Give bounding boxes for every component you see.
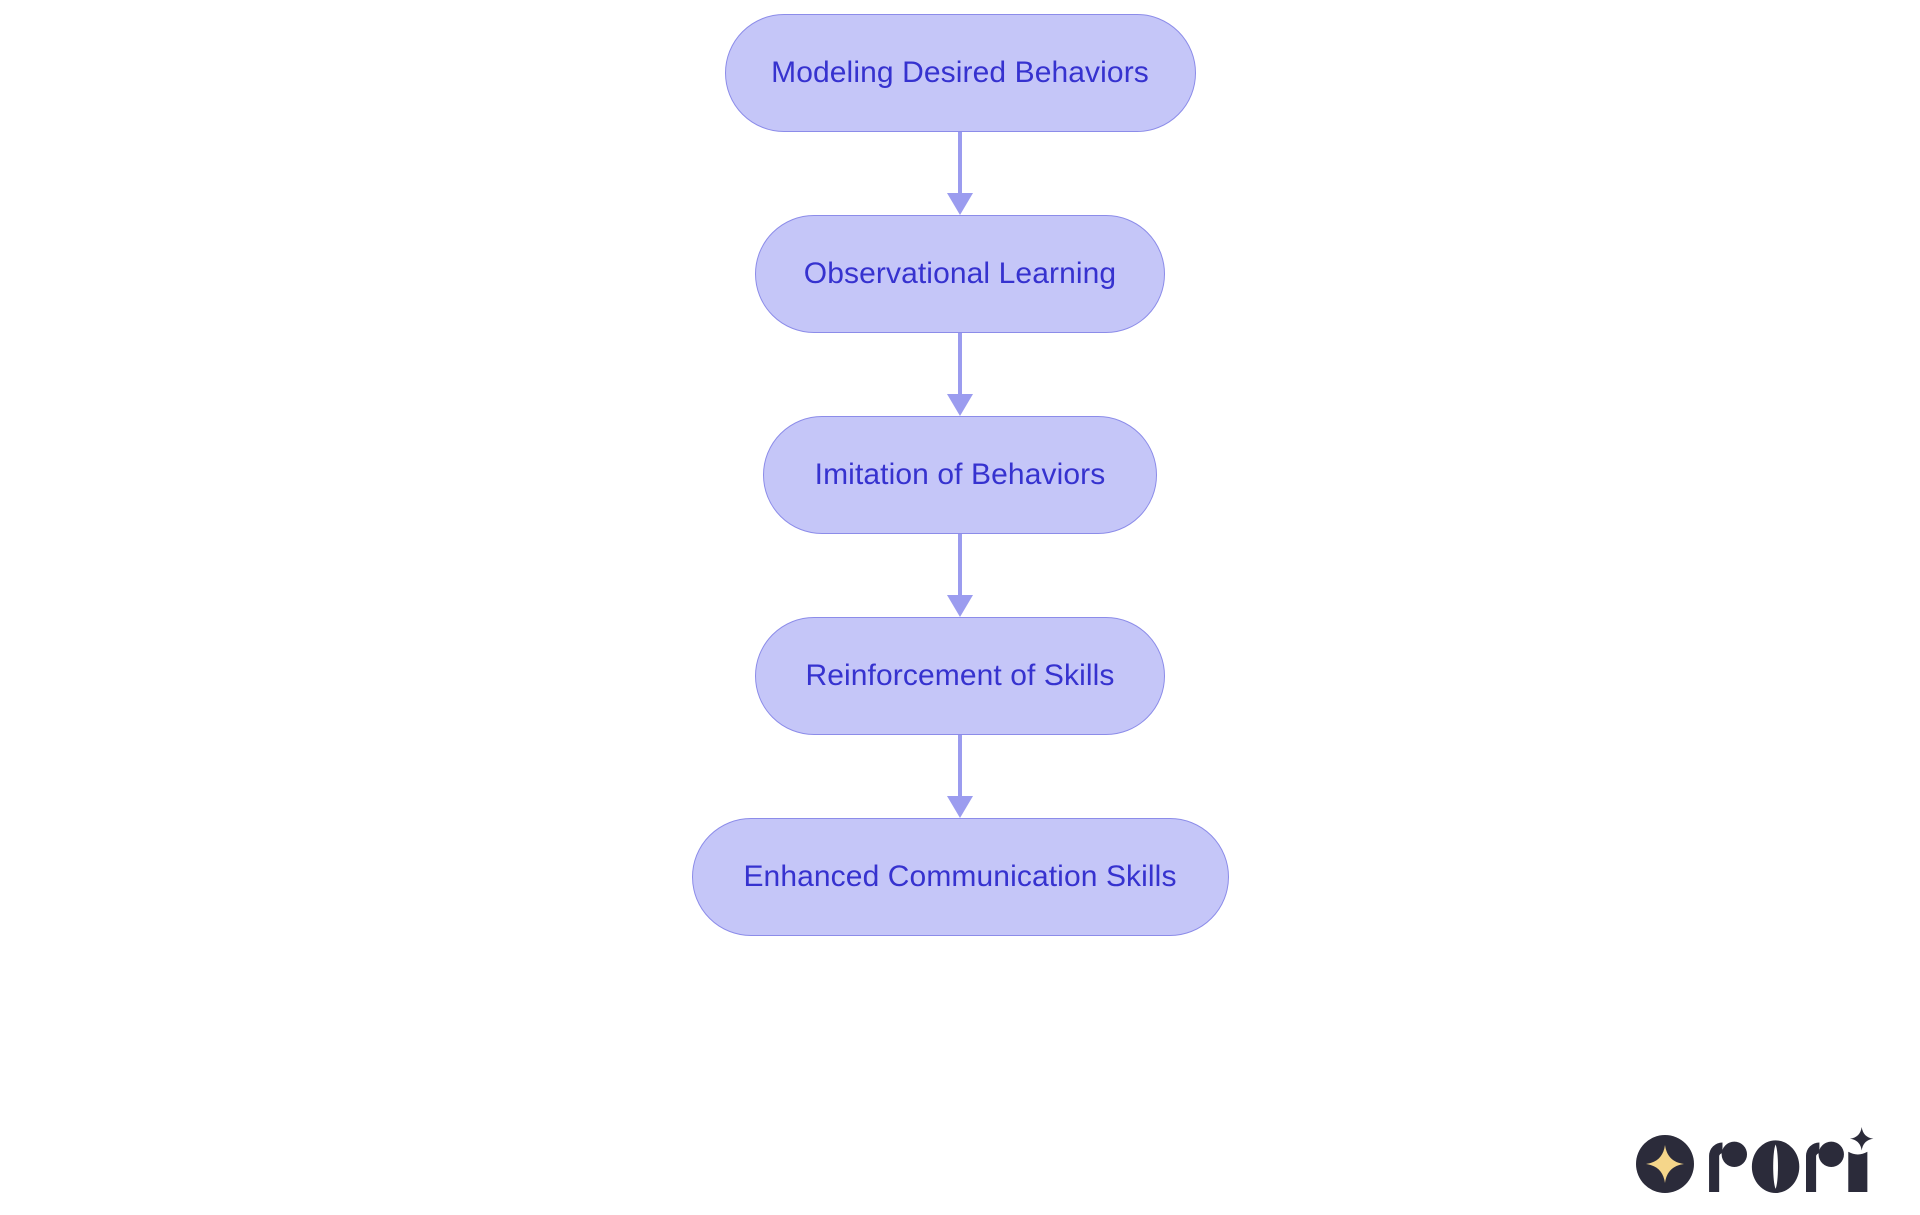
arrowhead-down-icon <box>947 394 973 416</box>
flow-node-label: Reinforcement of Skills <box>805 659 1115 692</box>
flow-node-observational-learning[interactable]: Observational Learning <box>755 215 1165 333</box>
arrowhead-down-icon <box>947 193 973 215</box>
edge-line <box>958 132 962 194</box>
flow-edge-n1-to-n2 <box>940 132 980 215</box>
four-point-star-icon <box>1645 1145 1684 1183</box>
flowchart-node-column: Modeling Desired Behaviors Observational… <box>0 14 1920 936</box>
rori-logo <box>1635 1121 1880 1193</box>
flow-node-label: Enhanced Communication Skills <box>743 860 1177 893</box>
flow-node-imitation-of-behaviors[interactable]: Imitation of Behaviors <box>763 416 1157 534</box>
flow-edge-n4-to-n5 <box>940 735 980 818</box>
rori-logo-circle <box>1635 1135 1694 1193</box>
arrowhead-down-icon <box>947 595 973 617</box>
arrowhead-down-icon <box>947 796 973 818</box>
flow-node-enhanced-communication-skills[interactable]: Enhanced Communication Skills <box>691 818 1229 936</box>
flow-node-label: Observational Learning <box>803 257 1117 290</box>
rori-wordmark <box>1708 1127 1874 1193</box>
flow-node-modeling-desired-behaviors[interactable]: Modeling Desired Behaviors <box>724 14 1196 132</box>
edge-line <box>958 333 962 395</box>
flow-node-label: Imitation of Behaviors <box>814 458 1106 491</box>
edge-line <box>958 735 962 797</box>
flow-edge-n3-to-n4 <box>940 534 980 617</box>
flow-node-reinforcement-of-skills[interactable]: Reinforcement of Skills <box>755 617 1165 735</box>
flow-edge-n2-to-n3 <box>940 333 980 416</box>
edge-line <box>958 534 962 596</box>
flow-node-label: Modeling Desired Behaviors <box>771 56 1149 89</box>
